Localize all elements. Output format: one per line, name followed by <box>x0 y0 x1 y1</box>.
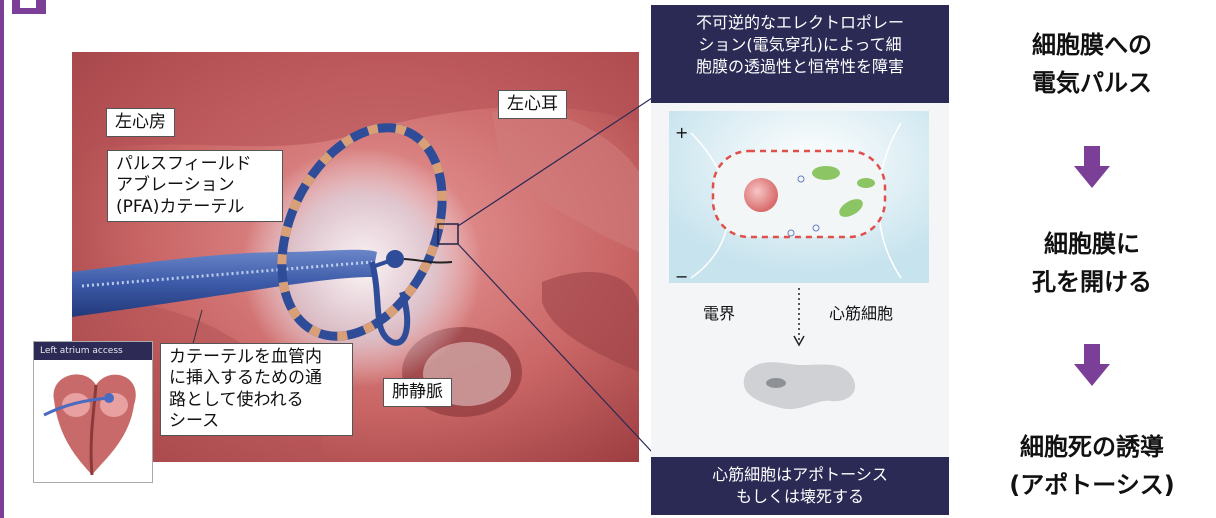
sheath-line-2: に挿入するための通 <box>169 368 322 389</box>
header-line-1: 不可逆的なエレクトロポレー <box>695 13 904 32</box>
label-electric-field: 電界 <box>703 304 736 323</box>
heart-illustration <box>72 52 639 462</box>
cell-diagram <box>669 111 929 410</box>
label-sheath: カテーテルを血管内 に挿入するための通 路として使われる シース <box>160 343 353 436</box>
step-1-line-1: 細胞膜への <box>1032 31 1152 59</box>
zoom-connector-lines <box>457 97 653 453</box>
inset-title: Left atrium access <box>34 342 152 360</box>
sheath-line-1: カテーテルを血管内 <box>169 347 322 367</box>
left-accent-bar <box>0 0 4 518</box>
process-steps: 細胞膜への 電気パルス 細胞膜に 孔を開ける 細胞死の誘導 (アポトーシス) <box>968 0 1216 518</box>
inset-heart-diagram <box>43 374 136 476</box>
step-3-line-2: (アポトーシス) <box>1009 471 1175 499</box>
label-pulmonary-vein: 肺静脈 <box>383 378 452 408</box>
header-line-3: 胞膜の透過性と恒常性を障害 <box>695 57 904 76</box>
corner-badge <box>12 0 46 14</box>
step-2-line-1: 細胞膜に <box>1044 230 1140 258</box>
label-left-atrium: 左心房 <box>106 108 175 138</box>
pfa-line-3: (PFA)カテーテル <box>116 196 245 217</box>
minus-sign: − <box>675 267 689 286</box>
step-3-line-1: 細胞死の誘導 <box>1020 433 1164 461</box>
electroporation-panel: 不可逆的なエレクトロポレー ション(電気穿孔)によって細 胞膜の透過性と恒常性を… <box>651 5 949 515</box>
label-pfa-catheter: パルスフィールド アブレーション (PFA)カテーテル <box>107 150 283 222</box>
pfa-line-2: アブレーション <box>116 175 235 196</box>
step-2: 細胞膜に 孔を開ける <box>968 225 1216 301</box>
label-cardiomyocyte: 心筋細胞 <box>829 304 894 323</box>
step-1: 細胞膜への 電気パルス <box>968 26 1216 102</box>
footer-line-1: 心筋細胞はアポトーシス <box>712 465 888 484</box>
sheath-line-3: 路として使われる <box>169 389 304 410</box>
plus-sign: + <box>675 123 689 142</box>
header-line-2: ション(電気穿孔)によって細 <box>698 35 902 54</box>
pfa-line-1: パルスフィールド <box>116 154 252 174</box>
electroporation-header: 不可逆的なエレクトロポレー ション(電気穿孔)によって細 胞膜の透過性と恒常性を… <box>651 5 949 103</box>
down-arrow-icon <box>1074 344 1110 386</box>
step-1-line-2: 電気パルス <box>1032 69 1152 97</box>
step-3: 細胞死の誘導 (アポトーシス) <box>968 428 1216 504</box>
footer-line-2: もしくは壊死する <box>735 487 864 506</box>
label-left-atrial-appendage: 左心耳 <box>498 90 567 120</box>
sheath-line-4: シース <box>169 410 220 431</box>
down-arrow-icon <box>1074 146 1110 188</box>
electroporation-footer: 心筋細胞はアポトーシス もしくは壊死する <box>651 457 949 515</box>
step-2-line-2: 孔を開ける <box>1032 268 1152 296</box>
left-atrium-access-inset: Left atrium access <box>33 341 153 483</box>
